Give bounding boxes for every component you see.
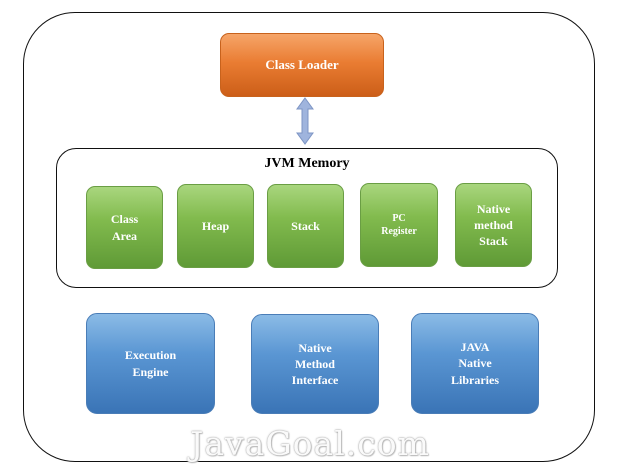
memory-area-label: Stack: [291, 218, 320, 233]
memory-area-pc-register: PC Register: [360, 183, 438, 267]
java-native-libraries-box: JAVA Native Libraries: [411, 313, 539, 414]
memory-area-label: PC Register: [381, 212, 417, 238]
bidirectional-arrow: [296, 97, 314, 145]
memory-area-label: Native method Stack: [474, 201, 513, 249]
jvm-container: [23, 12, 595, 462]
class-loader-box: Class Loader: [220, 33, 384, 97]
memory-area-label: Class Area: [110, 212, 139, 243]
memory-area-label: Heap: [201, 218, 230, 233]
native-method-interface-label: Native Method Interface: [291, 340, 339, 388]
java-native-libraries-label: JAVA Native Libraries: [451, 340, 499, 387]
execution-engine-label: Execution Engine: [124, 348, 177, 379]
memory-area-native-method-stack: Native method Stack: [455, 183, 532, 267]
memory-area-heap: Heap: [177, 184, 254, 268]
memory-area-stack: Stack: [267, 184, 344, 268]
memory-area-class-area: Class Area: [86, 186, 163, 269]
class-loader-label: Class Loader: [265, 57, 339, 73]
watermark: JavaGoal.com: [190, 424, 430, 463]
execution-engine-box: Execution Engine: [86, 313, 215, 414]
native-method-interface-box: Native Method Interface: [251, 314, 379, 414]
jvm-memory-title: JVM Memory: [264, 156, 350, 171]
